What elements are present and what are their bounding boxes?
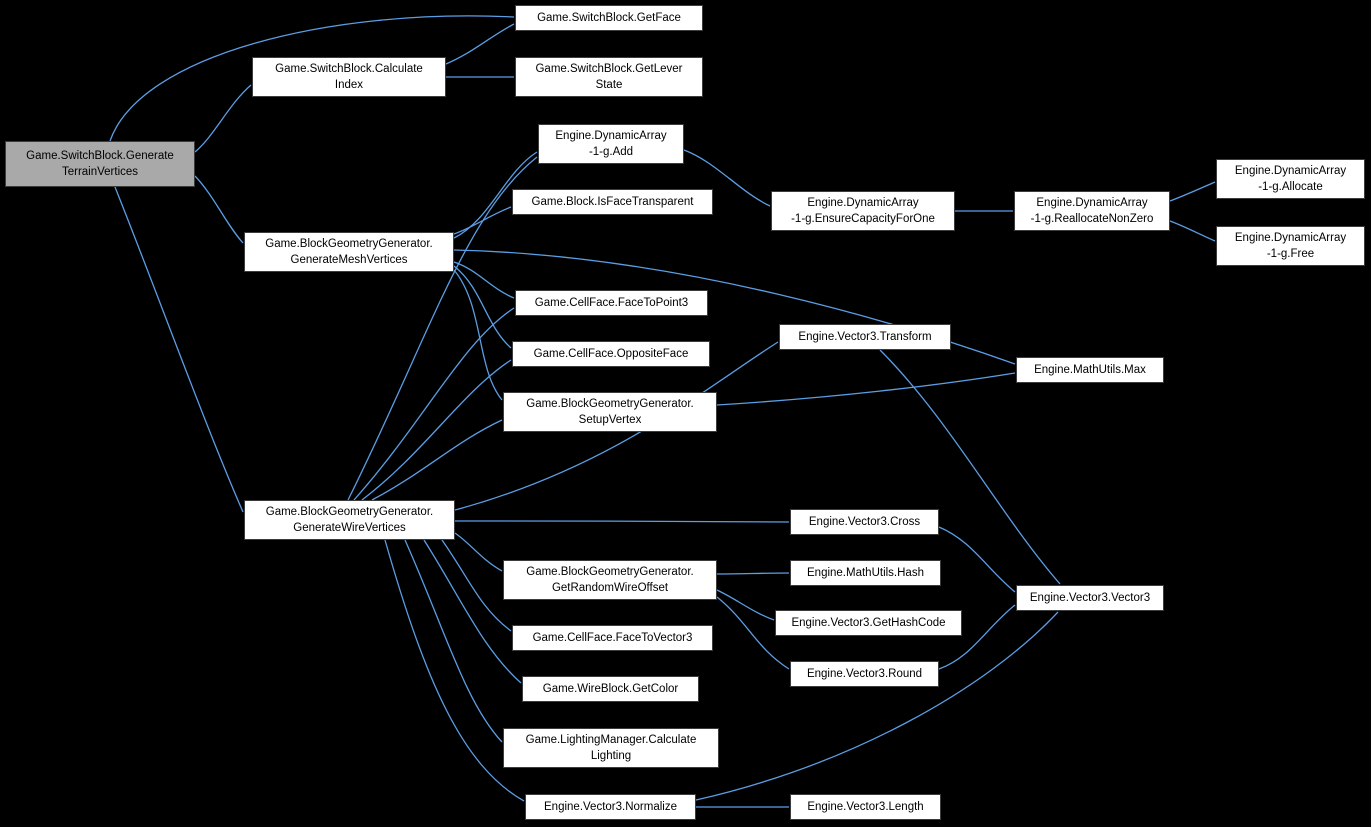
edge-reallocateNonZero-to-dynArrayAllocate (1169, 181, 1216, 202)
node-generateWireVertices[interactable]: Game.BlockGeometryGenerator. GenerateWir… (244, 500, 455, 540)
node-getRandomWireOffset[interactable]: Game.BlockGeometryGenerator. GetRandomWi… (503, 560, 717, 600)
node-faceToVector3[interactable]: Game.CellFace.FaceToVector3 (512, 625, 713, 651)
node-generateTerrainVertices[interactable]: Game.SwitchBlock.Generate TerrainVertice… (5, 141, 195, 187)
node-faceToPoint3[interactable]: Game.CellFace.FaceToPoint3 (515, 290, 708, 316)
node-getLeverState[interactable]: Game.SwitchBlock.GetLever State (515, 57, 703, 97)
edge-generateMeshVertices-to-setupVertex (453, 269, 503, 401)
edge-generateMeshVertices-to-dynArrayAdd (453, 151, 538, 239)
node-setupVertex[interactable]: Game.BlockGeometryGenerator. SetupVertex (503, 392, 717, 432)
edge-calculateIndex-to-getFace (445, 23, 515, 65)
edge-generateMeshVertices-to-oppositeFace (453, 265, 512, 349)
node-mathUtilsHash[interactable]: Engine.MathUtils.Hash (790, 560, 941, 586)
edge-getRandomWireOffset-to-vector3GetHashCode (716, 589, 775, 621)
node-reallocateNonZero[interactable]: Engine.DynamicArray -1-g.ReallocateNonZe… (1014, 191, 1170, 231)
edge-generateTerrainVertices-to-calculateIndex (194, 84, 252, 153)
edge-getRandomWireOffset-to-vector3Round (716, 596, 790, 670)
node-vector3Normalize[interactable]: Engine.Vector3.Normalize (525, 794, 696, 820)
edge-generateTerrainVertices-to-generateMeshVertices (194, 175, 244, 244)
edge-generateWireVertices-to-vector3Cross (454, 520, 790, 523)
edge-generateWireVertices-to-dynArrayAdd (347, 156, 538, 501)
node-vector3Round[interactable]: Engine.Vector3.Round (790, 661, 939, 687)
edge-dynArrayAdd-to-ensureCapacityForOne (683, 149, 771, 207)
edge-generateWireVertices-to-calculateLighting (404, 539, 503, 743)
node-oppositeFace[interactable]: Game.CellFace.OppositeFace (512, 341, 710, 367)
edge-generateWireVertices-to-faceToPoint3 (353, 307, 515, 501)
edge-getRandomWireOffset-to-mathUtilsHash (716, 572, 790, 575)
node-dynArrayAdd[interactable]: Engine.DynamicArray -1-g.Add (538, 124, 684, 164)
node-wireBlockGetColor[interactable]: Game.WireBlock.GetColor (522, 676, 699, 702)
node-calculateIndex[interactable]: Game.SwitchBlock.Calculate Index (252, 57, 446, 97)
edge-vector3Round-to-vector3Ctor (938, 604, 1016, 670)
node-calculateLighting[interactable]: Game.LightingManager.Calculate Lighting (503, 728, 719, 768)
edge-generateTerrainVertices-to-generateWireVertices (114, 186, 244, 513)
edge-generateWireVertices-to-wireBlockGetColor (423, 539, 522, 684)
edge-vector3Normalize-to-vector3Ctor (695, 611, 1059, 801)
node-mathUtilsMax[interactable]: Engine.MathUtils.Max (1016, 357, 1164, 383)
edge-generateWireVertices-to-setupVertex (371, 419, 503, 501)
edge-generateWireVertices-to-getRandomWireOffset (454, 532, 503, 572)
node-vector3Ctor[interactable]: Engine.Vector3.Vector3 (1016, 585, 1164, 611)
edge-setupVertex-to-mathUtilsMax (716, 372, 1016, 406)
edge-generateTerrainVertices-to-getFace (109, 15, 515, 142)
edge-generateMeshVertices-to-mathUtilsMax (453, 249, 1016, 365)
node-dynArrayAllocate[interactable]: Engine.DynamicArray -1-g.Allocate (1216, 159, 1365, 199)
edge-generateMeshVertices-to-faceToPoint3 (453, 261, 515, 299)
edge-generateWireVertices-to-oppositeFace (361, 359, 512, 501)
edge-vector3Transform-to-vector3Ctor (879, 349, 1061, 585)
node-vector3Transform[interactable]: Engine.Vector3.Transform (779, 324, 951, 350)
node-ensureCapacityForOne[interactable]: Engine.DynamicArray -1-g.EnsureCapacityF… (771, 191, 955, 231)
node-vector3Length[interactable]: Engine.Vector3.Length (790, 794, 941, 820)
node-vector3Cross[interactable]: Engine.Vector3.Cross (790, 509, 939, 535)
node-getFace[interactable]: Game.SwitchBlock.GetFace (515, 5, 703, 31)
edge-vector3Cross-to-vector3Ctor (938, 526, 1016, 593)
node-generateMeshVertices[interactable]: Game.BlockGeometryGenerator. GenerateMes… (244, 232, 454, 272)
node-vector3GetHashCode[interactable]: Engine.Vector3.GetHashCode (775, 610, 962, 636)
edge-reallocateNonZero-to-dynArrayFree (1169, 220, 1216, 242)
node-isFaceTransparent[interactable]: Game.Block.IsFaceTransparent (512, 189, 713, 215)
edge-generateWireVertices-to-faceToVector3 (441, 539, 512, 632)
node-dynArrayFree[interactable]: Engine.DynamicArray -1-g.Free (1216, 226, 1365, 266)
edge-generateWireVertices-to-vector3Normalize (384, 539, 525, 802)
